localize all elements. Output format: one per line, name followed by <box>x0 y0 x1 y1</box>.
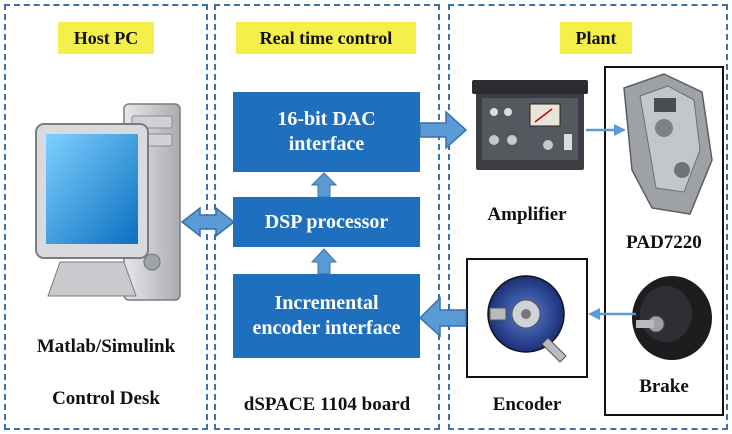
amplifier-icon <box>472 80 588 170</box>
encoder-interface-block: Incremental encoder interface <box>233 274 420 358</box>
dsp-processor-block: DSP processor <box>233 197 420 247</box>
matlab-simulink-label: Matlab/Simulink <box>36 336 176 357</box>
dac-line1: 16-bit DAC <box>277 108 376 130</box>
enc-line2: encoder interface <box>252 317 401 339</box>
brake-icon <box>632 276 712 360</box>
brake-label: Brake <box>639 376 689 397</box>
enc-line1: Incremental <box>274 292 379 314</box>
amplifier-label: Amplifier <box>487 204 567 225</box>
encoder-label: Encoder <box>492 394 562 415</box>
realtime-title: Real time control <box>236 22 416 54</box>
brake-to-encoder-arrow <box>588 308 636 320</box>
dsp-label: DSP processor <box>264 210 389 233</box>
dac-to-amplifier-arrow <box>419 110 468 150</box>
amplifier-to-pad-arrow <box>586 124 626 136</box>
plant-title: Plant <box>560 22 632 54</box>
host-dsp-double-arrow <box>180 206 236 238</box>
plant-panel <box>448 4 728 430</box>
pad7220-icon <box>623 73 713 215</box>
dac-line2: interface <box>288 133 365 155</box>
pad7220-label: PAD7220 <box>626 232 702 253</box>
dspace-board-label: dSPACE 1104 board <box>243 394 411 415</box>
dac-interface-block: 16-bit DAC interface <box>233 92 420 172</box>
control-desk-label: Control Desk <box>52 388 160 409</box>
encoder-icon <box>487 275 567 363</box>
host-pc-title: Host PC <box>58 22 154 54</box>
dsp-to-dac-arrow <box>310 172 338 198</box>
computer-icon <box>35 103 181 301</box>
encoder-to-interface-arrow <box>418 296 467 338</box>
enc-to-dsp-arrow <box>310 248 338 275</box>
